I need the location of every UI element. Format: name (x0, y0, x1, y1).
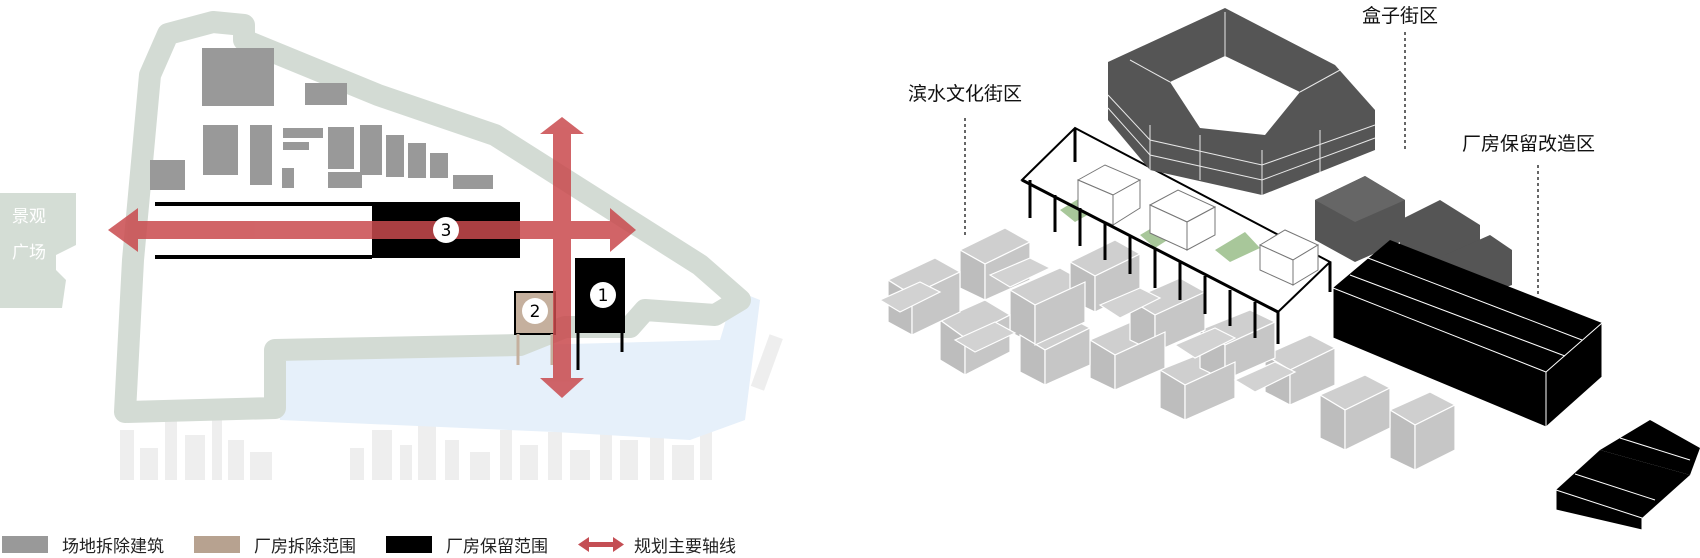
box-block (1107, 8, 1376, 195)
factory-marker-3: 3 (433, 217, 459, 243)
factory-marker-2: 2 (522, 298, 548, 324)
site-plan: 景观 广场 (0, 11, 783, 480)
legend-swatch-tan (194, 535, 240, 553)
planning-axes (108, 117, 636, 398)
surrounding-city-blocks (120, 334, 783, 480)
waterfront-culture-block (1020, 126, 1332, 344)
label-leaders (964, 32, 1539, 295)
factory-number-3: 3 (441, 221, 452, 241)
light-building-blocks (878, 227, 1457, 471)
legend-item-planning-axis: 规划主要轴线 (578, 532, 736, 557)
legend-item-demolished-buildings: 场地拆除建筑 (2, 532, 164, 557)
rail-lines (155, 202, 372, 259)
waterfront-culture-label: 滨水文化街区 (908, 83, 1022, 105)
masterplan-diagram: 景观 广场 (0, 5, 1700, 530)
factory-marker-1: 1 (590, 282, 616, 308)
legend-swatch-gray (2, 535, 48, 553)
legend-item-retained-factory: 厂房保留范围 (386, 532, 548, 557)
retained-factory-small (1555, 420, 1700, 530)
landscape-square-label-1: 景观 (12, 207, 46, 227)
legend-item-demolished-factory: 厂房拆除范围 (194, 532, 356, 557)
demolished-buildings (150, 48, 493, 190)
legend-swatch-black (386, 535, 432, 553)
legend: 场地拆除建筑 厂房拆除范围 厂房保留范围 规划主要轴线 (0, 530, 820, 558)
factory-number-2: 2 (530, 302, 541, 322)
site-boundary (114, 11, 751, 423)
legend-label: 场地拆除建筑 (62, 536, 164, 557)
double-arrow-icon (578, 536, 624, 552)
axonometric-view: 滨水文化街区 盒子街区 厂房保留改造区 (878, 5, 1700, 530)
landscape-square-label-2: 广场 (12, 243, 46, 263)
legend-label: 厂房保留范围 (446, 536, 548, 557)
factory-reuse-label: 厂房保留改造区 (1462, 133, 1595, 155)
legend-label: 厂房拆除范围 (254, 536, 356, 557)
landscape-square (0, 193, 76, 308)
river-water (270, 290, 760, 440)
legend-label: 规划主要轴线 (634, 536, 736, 557)
retained-factory-large (1332, 240, 1603, 429)
box-block-label: 盒子街区 (1362, 5, 1438, 27)
factory-number-1: 1 (598, 286, 609, 306)
